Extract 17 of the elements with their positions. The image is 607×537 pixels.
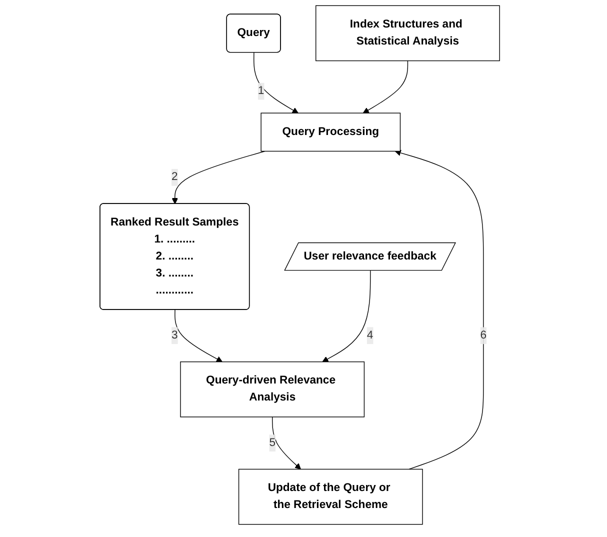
node-box: Query-driven Relevance Analysis	[180, 361, 365, 418]
arrow	[174, 310, 223, 362]
arrow	[395, 150, 484, 470]
node-box: Query Processing	[260, 112, 401, 152]
edge-label: 5	[269, 436, 276, 449]
node-box: Index Structures and Statistical Analysis	[316, 5, 500, 62]
edge-label: 6	[480, 329, 487, 342]
node-box: Update of the Query or the Retrieval Scheme	[238, 468, 424, 525]
arrow	[363, 60, 408, 114]
edge-label: 1	[258, 84, 264, 97]
edge-label: 3	[172, 329, 178, 342]
edge-label: 4	[367, 329, 374, 342]
edge-label: 2	[172, 171, 178, 184]
arrow	[322, 270, 371, 362]
arrow	[272, 416, 302, 470]
arrow	[254, 52, 299, 114]
arrow	[172, 150, 266, 204]
